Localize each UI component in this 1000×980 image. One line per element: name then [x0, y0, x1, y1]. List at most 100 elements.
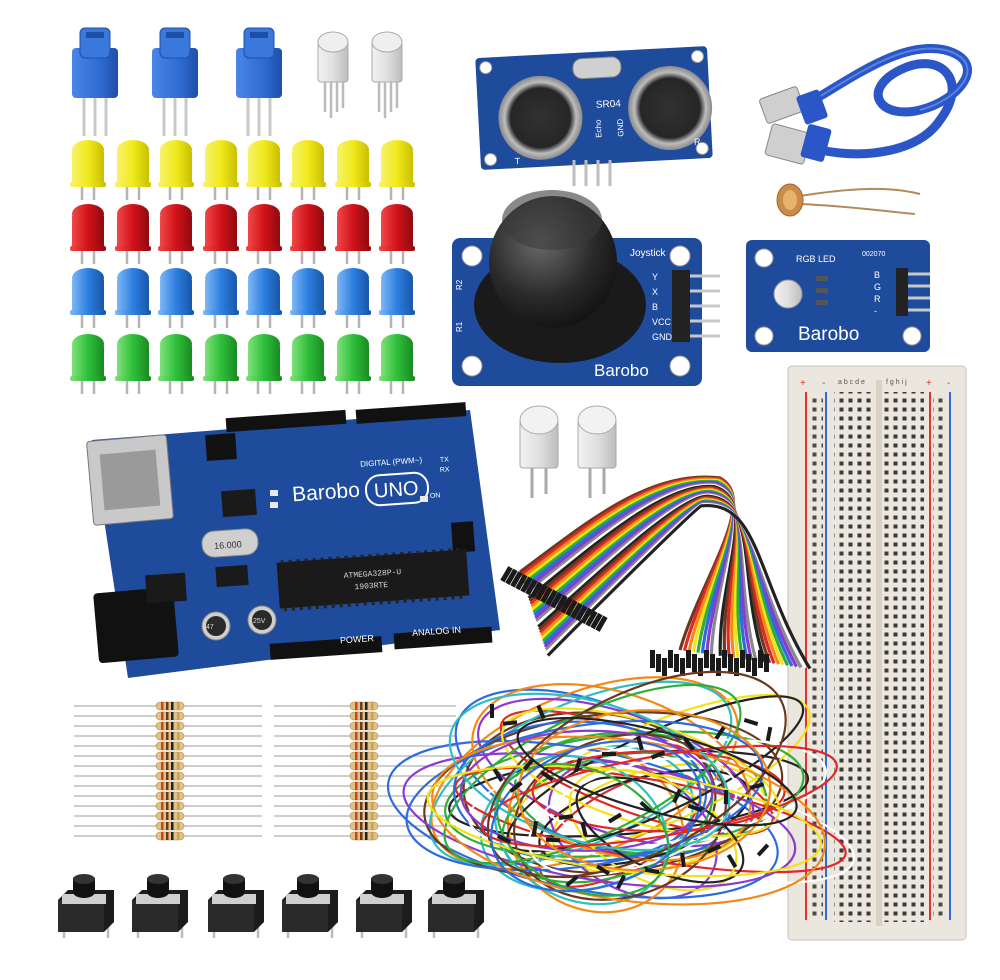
- breadboard-plus-left: +: [800, 378, 806, 389]
- sensor-echo-label: Echo: [594, 119, 604, 138]
- tactile-push-button: [58, 874, 114, 938]
- uno-power-label: POWER: [340, 633, 375, 645]
- clear-rgb-led: [317, 31, 349, 118]
- uno-tx-label: TX: [440, 456, 450, 464]
- resistor: [274, 821, 456, 831]
- resistor: [74, 791, 262, 801]
- resistor: [74, 701, 262, 711]
- uno-chip-top: ATMEGA328P-U: [343, 568, 401, 581]
- clear-led: [577, 405, 617, 498]
- blue-led: [379, 268, 415, 328]
- green-led: [115, 334, 151, 394]
- resistor: [74, 831, 262, 841]
- clear-led-group: [317, 31, 403, 118]
- joystick-pin-label: B: [652, 302, 658, 312]
- red-led: [203, 204, 239, 264]
- clear-led-pair: [519, 405, 617, 498]
- joystick-pin-label: X: [652, 287, 658, 297]
- led-grid: [70, 140, 415, 394]
- push-button-set: [58, 874, 484, 938]
- resistor: [74, 801, 262, 811]
- joystick-r2-label: R2: [455, 279, 464, 290]
- rgb-module-title: RGB LED: [796, 254, 836, 264]
- resistor: [274, 791, 456, 801]
- sensor-gnd-label: GND: [616, 118, 626, 136]
- green-led: [335, 334, 371, 394]
- uno-on-label: ON: [430, 492, 441, 500]
- clear-rgb-led: [371, 31, 403, 118]
- breadboard-minus-left: -: [822, 378, 825, 389]
- potentiometer: [152, 27, 198, 136]
- resistor: [74, 781, 262, 791]
- uno-analog-label: ANALOG IN: [412, 625, 462, 638]
- breadboard-minus-right: -: [947, 378, 950, 389]
- resistor: [74, 811, 262, 821]
- resistor: [274, 741, 456, 751]
- joystick-pin-label: VCC: [652, 317, 672, 327]
- rgb-module-pin-labels: BGR -: [874, 270, 881, 316]
- rgb-module-code: 002070: [862, 251, 885, 258]
- resistor: [274, 761, 456, 771]
- rgb-led-module: 002070 RGB LED BGR- Barobo: [746, 240, 930, 352]
- uno-brand: Barobo: [291, 479, 360, 507]
- tactile-push-button: [208, 874, 264, 938]
- green-led: [246, 334, 282, 394]
- resistor: [74, 731, 262, 741]
- uno-digital-label: DIGITAL (PWM~): [360, 455, 423, 468]
- arduino-uno-board: ATMEGA328P-U 1903RTE 16.000 47 25V Barob…: [86, 402, 500, 678]
- yellow-led: [115, 140, 151, 200]
- joystick-d1-label: D1: [441, 281, 450, 292]
- rgb-module-pin-label: B: [874, 270, 880, 280]
- blue-led: [290, 268, 326, 328]
- yellow-led: [379, 140, 415, 200]
- yellow-led: [246, 140, 282, 200]
- green-led: [290, 334, 326, 394]
- resistor: [274, 751, 456, 761]
- blue-led: [158, 268, 194, 328]
- uno-model: UNO: [373, 478, 419, 503]
- rgb-module-pin-label: G: [874, 282, 881, 292]
- uno-cap-value: 47: [206, 624, 214, 631]
- resistor-set: [74, 701, 456, 841]
- blue-led: [203, 268, 239, 328]
- tactile-push-button: [428, 874, 484, 938]
- breadboard-plus-right: +: [926, 378, 932, 389]
- sensor-r-label: R: [694, 136, 702, 146]
- rgb-module-pin-label: -: [874, 306, 877, 316]
- yellow-led: [203, 140, 239, 200]
- joystick-pin-label: Y: [652, 272, 658, 282]
- yellow-led: [335, 140, 371, 200]
- resistor: [74, 771, 262, 781]
- uno-rx-label: RX: [440, 466, 451, 474]
- red-led: [335, 204, 371, 264]
- tactile-push-button: [356, 874, 412, 938]
- blue-led: [70, 268, 106, 328]
- photoresistor: [776, 183, 921, 217]
- rgb-module-pin-label: R: [874, 294, 881, 304]
- resistor: [274, 721, 456, 731]
- red-led: [158, 204, 194, 264]
- resistor: [274, 771, 456, 781]
- resistor: [274, 711, 456, 721]
- breadboard-cols-left: a b c d e: [838, 379, 865, 386]
- sensor-t-label: T: [514, 156, 521, 166]
- yellow-led: [290, 140, 326, 200]
- resistor: [74, 721, 262, 731]
- clear-led: [519, 405, 559, 498]
- green-led: [158, 334, 194, 394]
- blue-led: [246, 268, 282, 328]
- uno-cap-voltage: 25V: [253, 618, 266, 625]
- potentiometer: [236, 27, 282, 136]
- green-led: [379, 334, 415, 394]
- uno-capacitor: 47: [201, 611, 231, 641]
- potentiometer: [72, 27, 118, 136]
- green-led: [203, 334, 239, 394]
- resistor: [74, 761, 262, 771]
- tactile-push-button: [132, 874, 188, 938]
- usb-cable: [759, 44, 972, 165]
- joystick-brand: Barobo: [594, 361, 649, 380]
- ultrasonic-sensor: SR04 Echo GND T R: [475, 46, 713, 186]
